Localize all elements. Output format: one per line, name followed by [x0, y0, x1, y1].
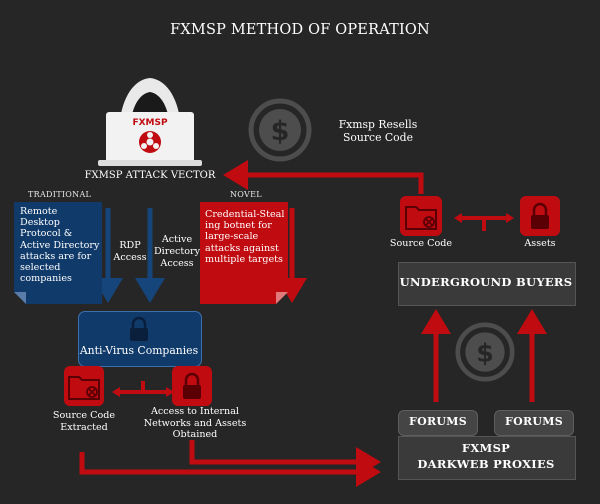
forum-label-right: FORUMS	[504, 415, 564, 428]
connector-right-top	[454, 213, 514, 231]
diagram-title: FXMSP METHOD OF OPERATION	[170, 22, 430, 38]
traditional-document	[14, 202, 102, 304]
svg-text:$: $	[476, 338, 494, 367]
traditional-heading: TRADITIONAL	[28, 190, 92, 199]
novel-document	[200, 202, 288, 304]
antivirus-label: Anti-Virus Companies	[79, 344, 199, 357]
darkweb-proxies-box	[398, 436, 576, 480]
lock-icon	[130, 316, 148, 341]
novel-heading: NOVEL	[230, 190, 262, 199]
laptop-label: FXMSP	[132, 118, 168, 128]
arrow-bottom-short	[189, 440, 381, 477]
arrow-bottom-long	[79, 452, 381, 487]
dollar-coin-icon: $	[248, 98, 312, 162]
forum-box-left	[398, 410, 478, 436]
lock-icon	[183, 372, 201, 399]
underground-buyers-label: UNDERGROUND BUYERS	[399, 275, 573, 289]
source-code-label: Source Code	[389, 238, 453, 249]
lock-icon	[531, 202, 549, 229]
svg-text:$: $	[271, 116, 290, 147]
resell-arrow	[223, 160, 424, 194]
folder-icon	[405, 206, 437, 230]
folder-icon	[68, 376, 100, 400]
attack-vector-label: FXMSP ATTACK VECTOR	[84, 170, 216, 181]
forum-box-right	[494, 410, 574, 436]
assets-label: Assets	[524, 238, 556, 249]
connector-left-bottom	[112, 381, 174, 397]
dollar-coin-icon: $	[455, 322, 515, 382]
forum-label-left: FORUMS	[408, 415, 468, 428]
hacker-icon: FXMSP	[98, 78, 202, 166]
underground-buyers-box	[398, 262, 576, 306]
